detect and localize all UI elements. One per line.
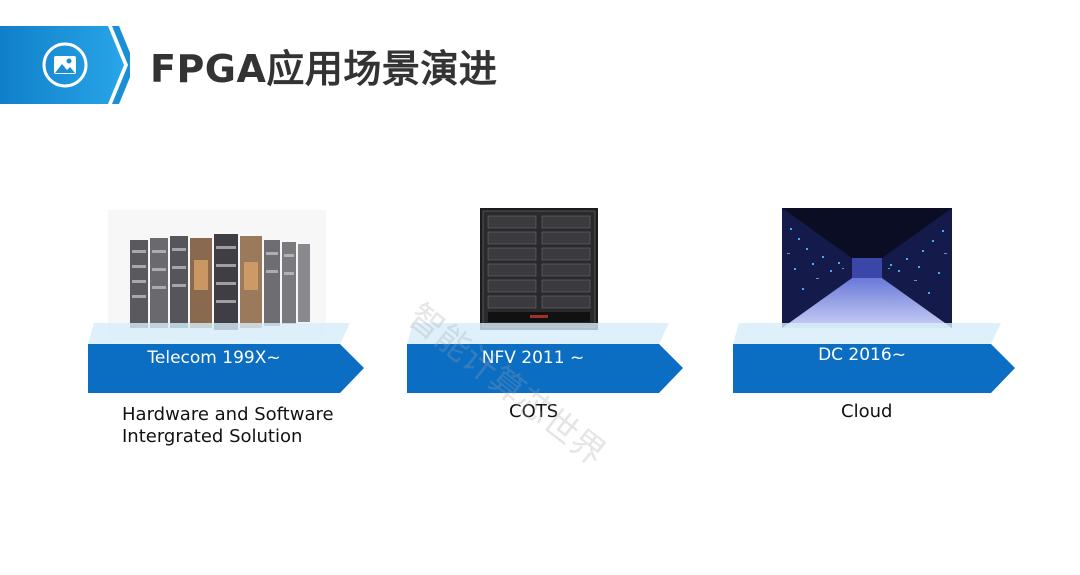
stage-telecom: Telecom 199X~: [88, 323, 364, 395]
description-line: Intergrated Solution: [122, 426, 303, 447]
page-title: FPGA应用场景演进: [150, 47, 498, 91]
description-line: COTS: [509, 401, 559, 422]
stage-description: COTS: [509, 401, 558, 423]
image-icon: [42, 42, 88, 88]
stage-description: Cloud: [841, 401, 892, 423]
stage-description: Hardware and Software Intergrated Soluti…: [122, 404, 334, 448]
stage-label: NFV 2011 ~: [481, 348, 585, 368]
description-line: Hardware and Software: [122, 404, 334, 425]
blade-server-photo: [480, 208, 598, 330]
stage-label: Telecom 199X~: [147, 348, 281, 368]
stage-dc: DC 2016~: [733, 323, 1015, 395]
stage-label: DC 2016~: [818, 345, 906, 365]
telecom-racks-photo: [108, 210, 326, 340]
stage-nfv: NFV 2011 ~: [407, 323, 683, 395]
description-line: Cloud: [841, 401, 893, 422]
datacenter-aisle-photo: [782, 208, 952, 328]
